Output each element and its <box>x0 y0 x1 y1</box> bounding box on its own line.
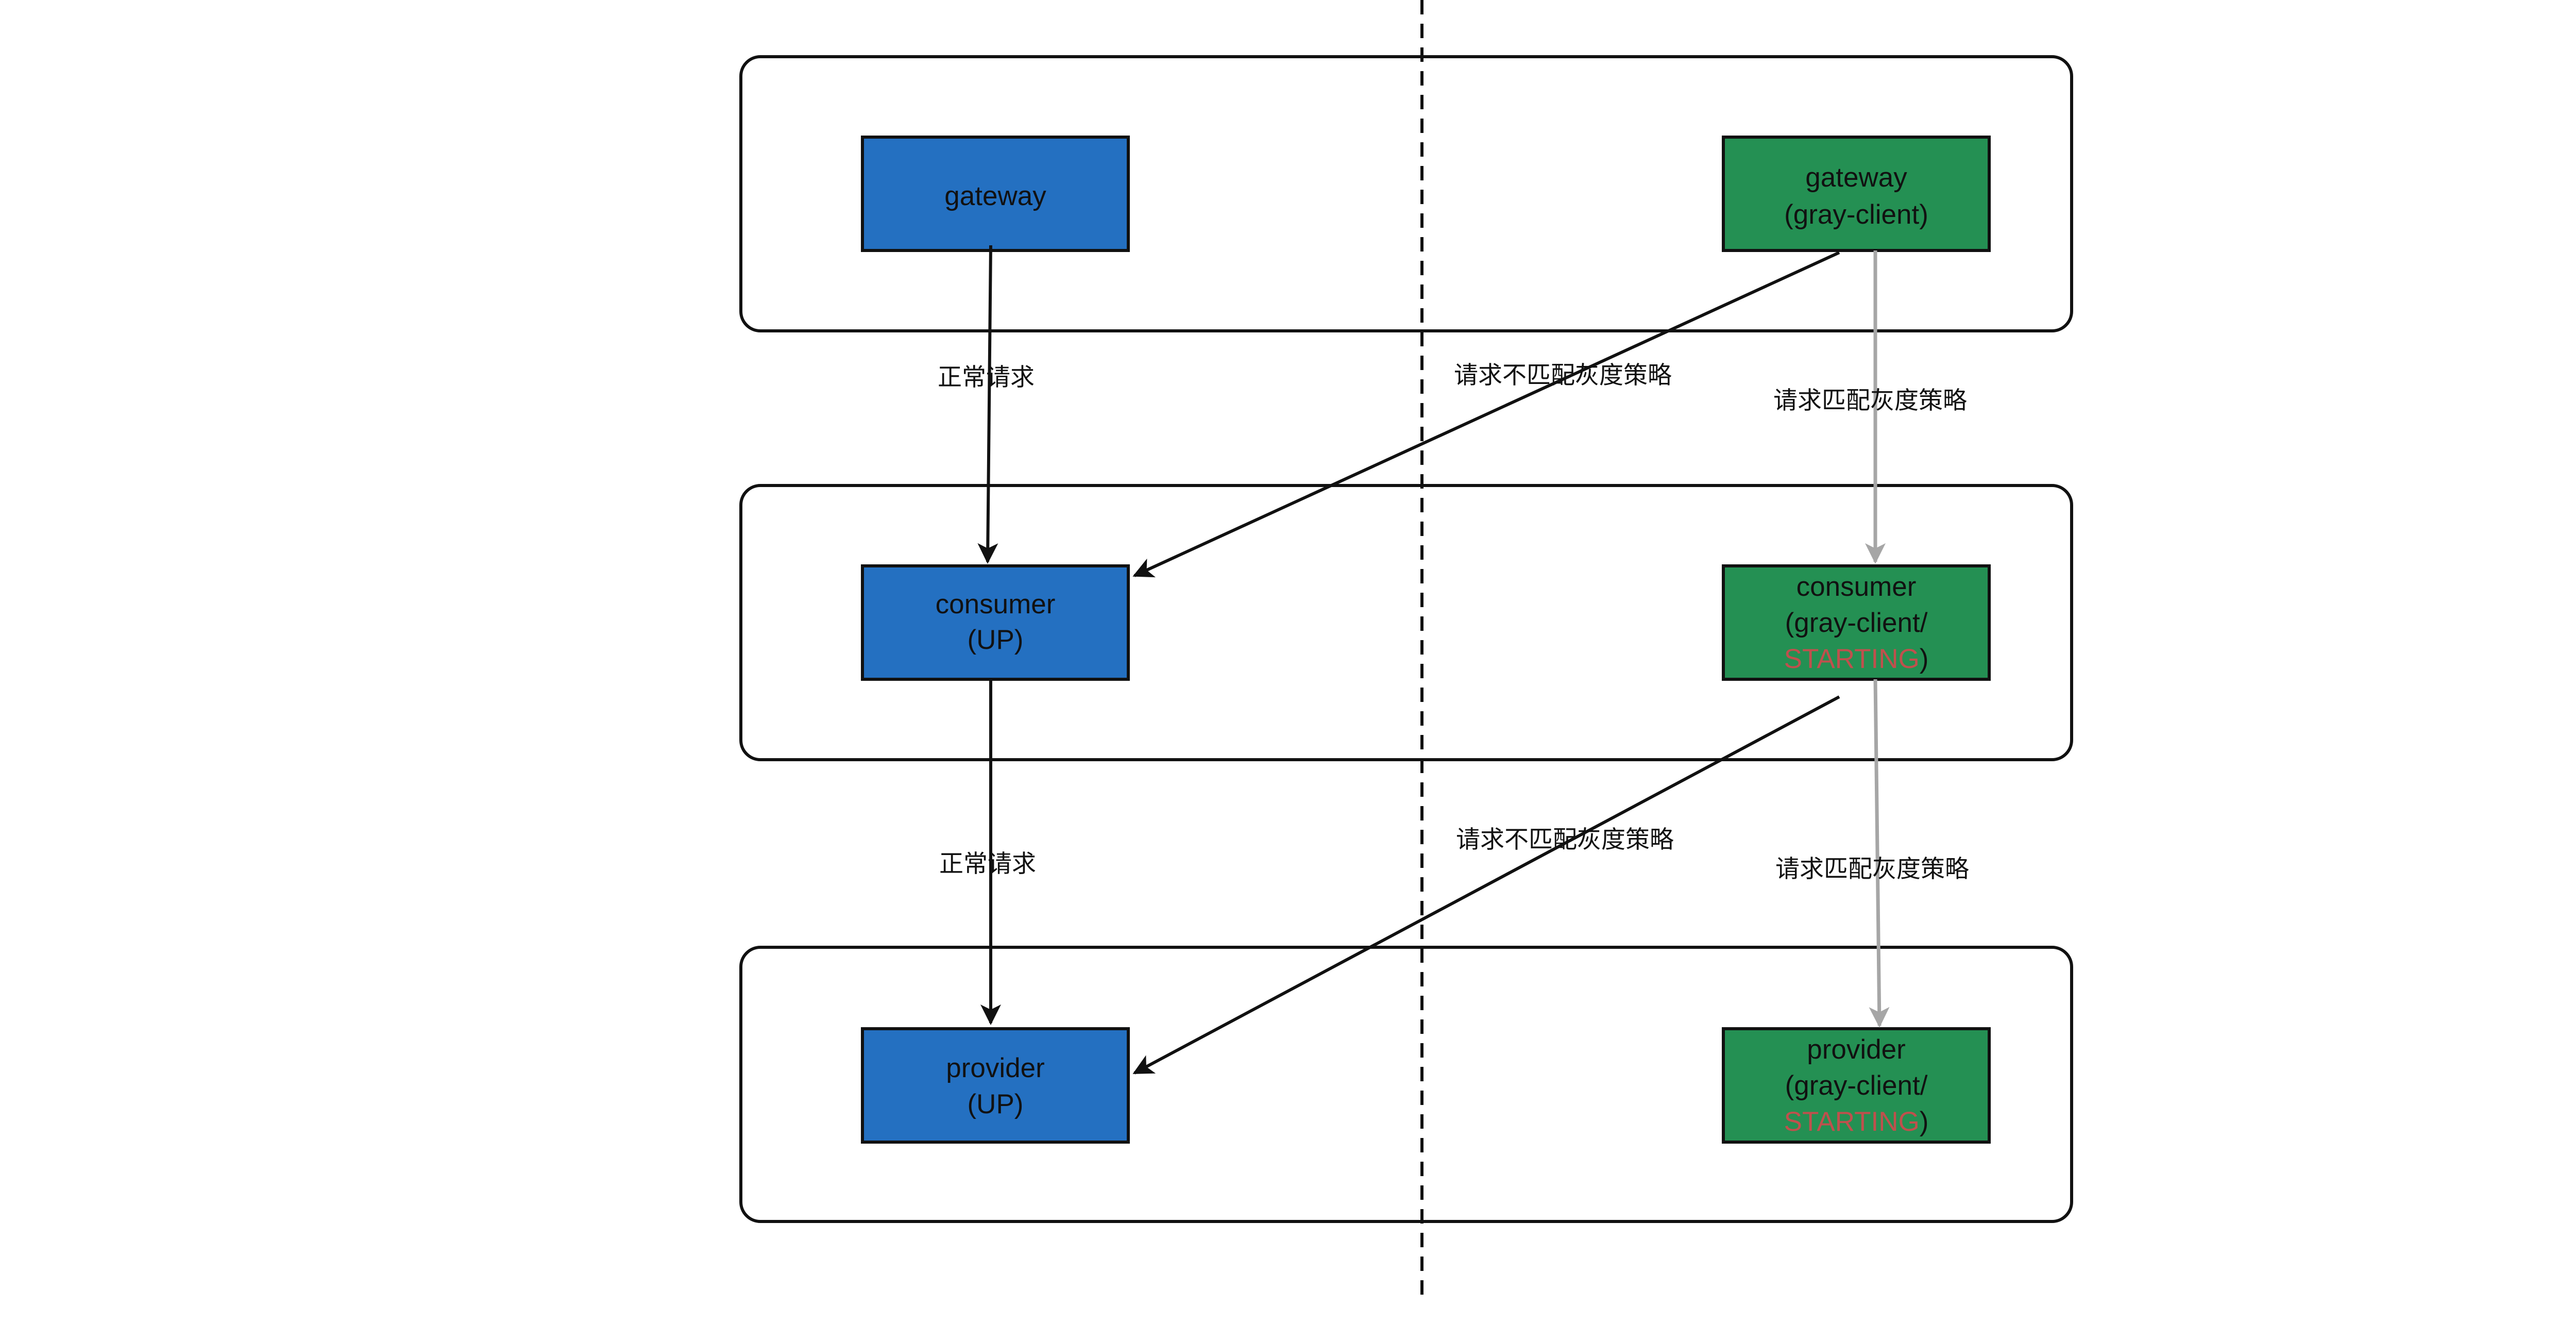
node-status-line: STARTING) <box>1784 1107 1929 1137</box>
edge-gray-consumer-to-provider-match <box>1869 679 1890 1028</box>
status-close-paren: ) <box>1920 1107 1929 1137</box>
edge-label-mismatch: 请求不匹配灰度策略 <box>1454 361 1672 390</box>
node-sublabel: (gray-client/ <box>1785 608 1928 638</box>
node-label: provider <box>1807 1034 1905 1065</box>
provider-tier-container <box>739 946 2073 1223</box>
node-label: consumer <box>1797 572 1917 602</box>
gateway-normal-node: gateway <box>861 136 1130 252</box>
edge-label-normal-request: 正常请求 <box>939 850 1036 878</box>
provider-gray-node: provider (gray-client/ STARTING) <box>1722 1027 1991 1144</box>
node-sublabel: (gray-client) <box>1784 199 1928 230</box>
consumer-gray-node: consumer (gray-client/ STARTING) <box>1722 564 1991 681</box>
node-sublabel: (UP) <box>968 1089 1024 1119</box>
edge-label-match: 请求匹配灰度策略 <box>1773 387 1967 415</box>
gateway-tier-container <box>739 55 2073 332</box>
gateway-gray-node: gateway (gray-client) <box>1722 136 1991 252</box>
node-sublabel: (gray-client/ <box>1785 1070 1928 1101</box>
edge-label-match: 请求匹配灰度策略 <box>1775 855 1969 883</box>
edge-gray-gateway-to-consumer-mismatch <box>1132 251 1840 578</box>
status-close-paren: ) <box>1920 644 1929 674</box>
node-label: consumer <box>936 589 1056 619</box>
starting-status-text: STARTING <box>1784 1107 1920 1137</box>
starting-status-text: STARTING <box>1784 644 1920 674</box>
node-label: provider <box>946 1053 1044 1083</box>
node-label: gateway <box>944 181 1046 211</box>
node-label: gateway <box>1805 162 1907 193</box>
node-status-line: STARTING) <box>1784 644 1929 674</box>
node-sublabel: (UP) <box>968 625 1024 655</box>
consumer-tier-container <box>739 484 2073 761</box>
provider-normal-node: provider (UP) <box>861 1027 1130 1144</box>
edge-label-mismatch: 请求不匹配灰度策略 <box>1456 826 1674 854</box>
edge-gateway-to-consumer-normal <box>977 245 998 564</box>
edge-label-normal-request: 正常请求 <box>938 363 1035 392</box>
edge-gray-consumer-to-provider-mismatch <box>1132 695 1840 1075</box>
consumer-normal-node: consumer (UP) <box>861 564 1130 681</box>
